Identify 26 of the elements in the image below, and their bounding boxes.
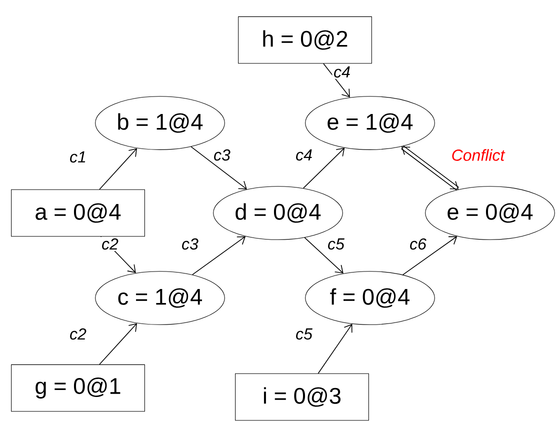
edge-label: Conflict	[450, 148, 506, 162]
arrow	[192, 236, 246, 276]
process-box: a = 0@4	[11, 189, 145, 237]
edge-label: c6	[408, 237, 428, 251]
arrow	[402, 236, 458, 276]
process-box: h = 0@2	[238, 16, 372, 64]
edge-label: c3	[212, 148, 232, 162]
arrow	[318, 324, 352, 374]
edge-label: c4	[294, 148, 314, 162]
arrow	[100, 236, 136, 273]
process-box: g = 0@1	[11, 364, 145, 412]
arrow	[190, 146, 247, 190]
edge-label: c4	[332, 65, 352, 79]
edge-label: c5	[326, 237, 346, 251]
edge-label: c2	[100, 237, 120, 251]
edge-label: c3	[180, 237, 200, 251]
edge-label: c1	[68, 150, 88, 164]
edge-label: c2	[68, 327, 88, 341]
arrow	[302, 148, 345, 189]
edge-label: c5	[294, 327, 314, 341]
arrow	[99, 323, 138, 365]
arrow	[323, 63, 350, 98]
arrow	[304, 237, 344, 274]
arrow	[401, 146, 459, 190]
process-box: i = 0@3	[235, 373, 369, 421]
arrow	[99, 148, 138, 190]
